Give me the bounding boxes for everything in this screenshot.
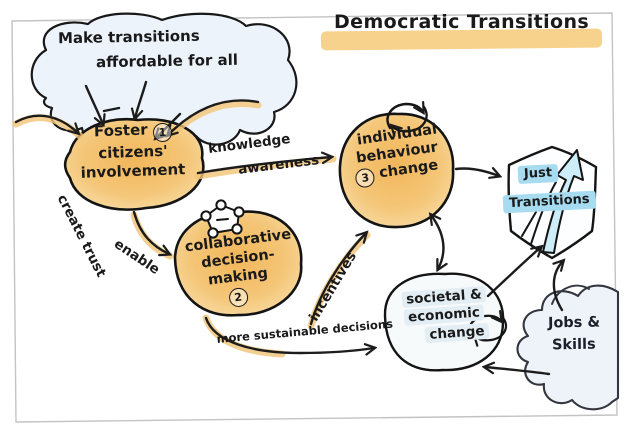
shield-slash-mark [521,211,537,237]
cycle-arrows-icon [386,104,428,131]
arrow-knowledge-awareness [196,157,331,175]
arrow-more-sustainable-decisions [204,316,374,353]
cloud-dash-mark [102,106,121,113]
sketch-frame [11,12,618,423]
arrow-individual-to-shield [454,168,499,176]
network-pentagon-icon [200,199,245,239]
step-number-badge-3: 3 [354,167,377,190]
arrow-right-to-foster [156,112,182,138]
cloud-jobs-curl [551,284,590,305]
node-foster-line3: involvement [80,160,186,182]
arrow-create-trust-enable [132,210,169,254]
cloud-text-line2: affordable for all [95,50,239,72]
node-societal-text: societal & economic change [386,286,502,343]
cloud-text-line1: Make transitions [57,26,200,48]
title-highlight [320,28,603,51]
step-number-badge-2: 2 [227,287,249,309]
node-individual-blob [338,112,455,229]
network-node [215,199,227,211]
node-collaborative-text: collaborative decision- making 2 [172,227,304,309]
network-node [200,210,212,222]
jobs-cloud-line1: Jobs & [547,314,601,332]
arrow-cloud-to-foster-1 [84,84,103,124]
arrow-cloud-to-foster-2 [135,80,148,118]
node-societal-label3: change [424,322,490,343]
page-title: Democratic Transitions [334,11,590,33]
network-node [233,206,245,218]
cycle-arc-bottom [392,105,428,131]
arrow-left-to-foster [14,114,78,133]
node-foster-text: Foster 1 citizens' involvement [62,120,204,182]
arrow-societal-to-shield [486,247,541,298]
node-foster-blob [63,117,205,211]
cycle-arc-top [386,104,423,130]
step-number-badge-1: 1 [152,123,173,143]
arrow-incentives [309,233,366,326]
arrow-jobs-to-societal [485,367,551,376]
jobs-cloud-line2: Skills [551,336,596,354]
network-node [231,223,243,235]
arrow-individual-societal-bidirectional [431,215,443,269]
pentagon-dash [216,218,229,221]
arrow-upper-right-to-foster [168,99,260,135]
shield-text-line1: Just [517,163,559,185]
arrow-jobs-to-shield [554,261,563,312]
node-foster-label: Foster [93,120,148,141]
node-individual-text: individual behaviour 3 change [336,121,458,190]
network-node [207,227,219,239]
arrow-group [14,80,563,376]
cloud-jobs-skills [516,284,620,411]
underlay-knowledge-arrow [194,155,337,180]
